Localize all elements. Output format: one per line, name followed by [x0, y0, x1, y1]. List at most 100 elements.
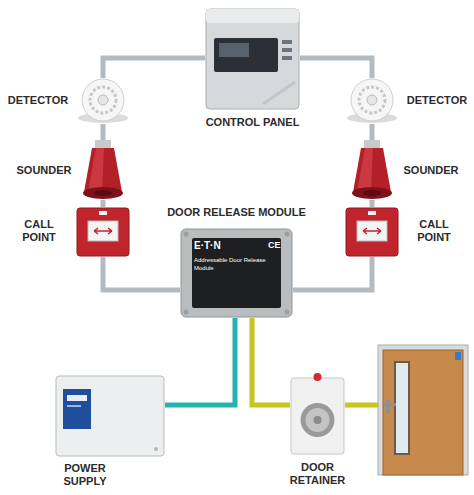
detector-illustration [76, 78, 130, 124]
door-release-module-illustration-part [285, 232, 290, 237]
call-point: CALL POINT [76, 207, 130, 257]
device-label: SOUNDER [399, 164, 463, 177]
door-handle [384, 403, 396, 406]
wire-connector [293, 257, 372, 290]
detector-illustration-part [359, 87, 385, 113]
device-label: CONTROL PANEL [182, 116, 323, 129]
call-point-illustration-part [357, 221, 387, 241]
detector-illustration-part [90, 87, 116, 113]
power-supply-illustration [55, 375, 165, 457]
sounder-illustration-part [357, 148, 373, 192]
wire-line [293, 257, 372, 290]
sounder: SOUNDER [351, 140, 393, 200]
detector-illustration-part [367, 95, 377, 105]
call-point-illustration [345, 207, 399, 257]
call-point-illustration-part [368, 211, 376, 215]
wire-connector [103, 200, 104, 207]
device-label: SOUNDER [12, 164, 76, 177]
control-panel-illustration-part [214, 38, 278, 72]
wire-connector [165, 318, 235, 405]
wire-line [252, 318, 290, 405]
wire-line [103, 257, 180, 290]
detector-illustration [345, 78, 399, 124]
wire-line [300, 58, 372, 78]
sounder-illustration-part [364, 140, 380, 148]
door-retainer-illustration-part [314, 416, 322, 424]
sounder-illustration [351, 140, 393, 200]
ce-mark: CE [268, 240, 284, 251]
control-panel-illustration [205, 8, 300, 110]
control-panel: CONTROL PANEL [205, 8, 300, 110]
wire-connector [103, 124, 104, 140]
wire-connector [372, 124, 373, 140]
power-supply-illustration-part [63, 389, 91, 429]
door-retainer: DOOR RETAINER [290, 372, 345, 455]
wire-line [103, 58, 205, 78]
door-frame [378, 345, 468, 475]
control-panel-illustration-part [206, 9, 299, 23]
door-retainer-illustration-part [306, 408, 330, 432]
wire-line [101, 124, 106, 140]
device-label: CALL POINT [12, 218, 66, 244]
door-retainer-illustration-part [314, 373, 322, 381]
wire-line [165, 318, 235, 405]
door-retainer-illustration-part [291, 378, 344, 454]
detector-illustration-part [82, 79, 124, 121]
door-release-module-illustration-part [181, 229, 292, 317]
control-panel-illustration-part [282, 40, 292, 44]
sounder-illustration-part [352, 187, 392, 199]
call-point-illustration [76, 207, 130, 257]
detector-illustration-part [351, 79, 393, 121]
wire-connector [103, 257, 180, 290]
wire-connector [300, 58, 372, 78]
power-supply-illustration-part [154, 447, 158, 451]
door-sign [455, 352, 461, 360]
door-release-module-illustration-part [184, 232, 189, 237]
power-supply-illustration-part [56, 376, 164, 456]
module-caption: Addressable Door Release Module [194, 256, 278, 272]
door-retainer-illustration [290, 372, 345, 455]
door-retainer-illustration-part [301, 403, 335, 437]
control-panel-illustration-part [219, 43, 249, 57]
call-point-illustration-part [88, 221, 118, 241]
call-point-illustration-part [363, 228, 381, 234]
brand-logo: E·T·N [194, 240, 244, 252]
power-supply: POWER SUPPLY [55, 375, 165, 457]
detector: DETECTOR [345, 78, 399, 124]
wire-connector [103, 58, 205, 78]
device-label: DOOR RELEASE MODULE [140, 206, 333, 219]
wire-line [370, 124, 375, 140]
sounder-illustration-part [353, 148, 391, 192]
device-label: POWER SUPPLY [55, 462, 115, 488]
device-label: DETECTOR [6, 94, 70, 107]
control-panel-illustration-part [206, 9, 299, 109]
call-point: CALL POINT [345, 207, 399, 257]
power-supply-illustration-part [67, 395, 87, 401]
door-illustration [378, 345, 468, 475]
sounder: SOUNDER [82, 140, 124, 200]
control-panel-illustration-part [282, 48, 292, 52]
sounder-illustration [82, 140, 124, 200]
call-point-illustration-part [99, 211, 107, 215]
power-supply-illustration-part [67, 405, 81, 407]
door-handle [386, 400, 390, 414]
wire-line [101, 200, 106, 207]
wire-connector [372, 200, 373, 207]
door-glass [395, 362, 409, 454]
sounder-illustration-part [94, 190, 112, 196]
door-leaf [383, 350, 463, 475]
device-label: CALL POINT [407, 218, 461, 244]
call-point-illustration-part [346, 208, 398, 256]
wire-connector [252, 318, 290, 405]
door-release-module-illustration-part [192, 238, 281, 308]
device-label: DOOR RETAINER [275, 461, 360, 487]
device-label: DETECTOR [405, 94, 469, 107]
wire-line [370, 200, 375, 207]
control-panel-illustration-part [282, 56, 292, 60]
sounder-illustration-part [95, 140, 111, 148]
sounder-illustration-part [83, 187, 123, 199]
door-release-module-illustration-part [285, 310, 290, 315]
door-release-module-illustration-part [184, 310, 189, 315]
sounder-illustration-part [84, 148, 122, 192]
